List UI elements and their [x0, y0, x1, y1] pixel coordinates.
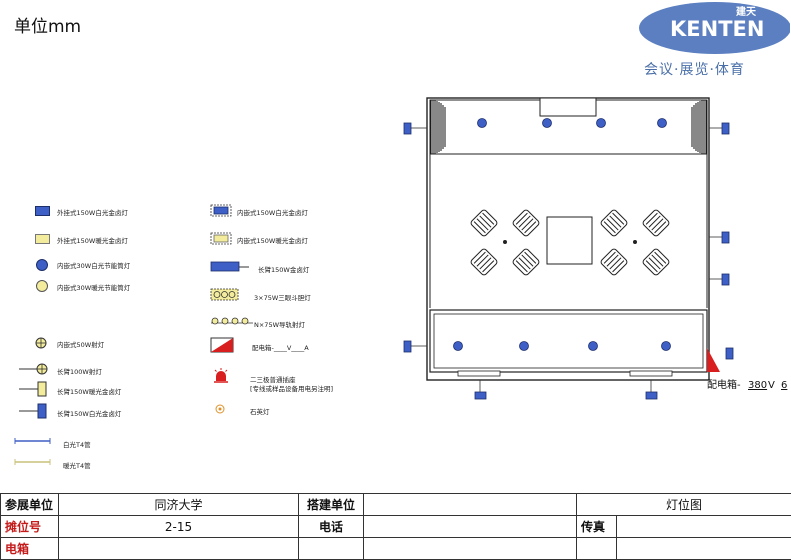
empty-cell: [577, 538, 617, 560]
arm-white-lamp-icon: [646, 392, 657, 399]
arm-lamp-icon: [210, 260, 250, 274]
arm-white-lamp-icon: [722, 123, 729, 134]
arm-white-lamp-icon: [404, 123, 411, 134]
unit-label: 单位mm: [14, 12, 81, 37]
yellow-circle-icon: [36, 280, 48, 292]
blue-circle-icon: [520, 342, 529, 351]
distribution-voltage-unit: V: [768, 380, 775, 391]
blue-square-icon: [35, 206, 50, 216]
booth-value: 2-15: [59, 516, 299, 538]
logo-tagline: 会议·展览·体育: [644, 59, 745, 79]
empty-cell: [364, 538, 577, 560]
empty-cell: [617, 538, 791, 560]
distribution-label: 配电箱-: [707, 378, 741, 391]
warm-tube-icon: [14, 458, 52, 466]
logo-text: KENTEN: [670, 17, 764, 41]
email-value: [59, 538, 299, 560]
email-label: 电箱: [1, 538, 59, 560]
legend-item-label: 石英灯: [250, 406, 270, 416]
fax-value: [617, 516, 791, 538]
legend-item-label: 外挂式150W白光金卤灯: [57, 207, 128, 217]
phone-value: [364, 516, 577, 538]
white-tube-icon: [14, 437, 52, 445]
legend-item-label: 内嵌式150W暖光金卤灯: [237, 235, 308, 245]
recessed-yellow-square-icon: [210, 232, 232, 245]
legend-item-label: N×75W导轨射灯: [254, 319, 305, 329]
legend-item-label: 内嵌式30W暖光节能筒灯: [57, 282, 130, 292]
legend-item-label: 白光T4管: [63, 439, 91, 449]
triple-lamp-icon: [210, 288, 240, 302]
blue-circle-icon: [658, 119, 667, 128]
legend-item-label: 长臂100W射灯: [57, 366, 102, 376]
legend-item-label: 长臂150W暖光金卤灯: [57, 386, 121, 396]
builder-label: 搭建单位: [299, 494, 364, 516]
blue-circle-icon: [478, 119, 487, 128]
legend-item-label: 内嵌式50W射灯: [57, 339, 104, 349]
arm-white-lamp-icon: [475, 392, 486, 399]
blue-circle-icon: [36, 259, 48, 271]
legend-item-label: 3×75W三眼斗胆灯: [254, 292, 311, 302]
socket-icon: [213, 368, 229, 384]
exhibitor-value: 同济大学: [59, 494, 299, 516]
arm-white-lamp-icon: [404, 341, 411, 352]
center-table: [547, 217, 592, 264]
track-light-icon: [210, 316, 254, 326]
legend-item-label: 暖光T4管: [63, 460, 91, 470]
blue-circle-icon: [662, 342, 671, 351]
builder-value: [364, 494, 577, 516]
top-header-panel: [540, 98, 596, 116]
spotlight-icon: [34, 336, 48, 350]
info-table: 参展单位 同济大学 搭建单位 灯位图 摊位号 2-15 电话 传真 电箱: [0, 493, 791, 560]
legend-item-label: 外挂式150W暖光金卤灯: [57, 235, 128, 245]
legend-item-label: 长臂150W金卤灯: [258, 264, 309, 274]
legend-item-label: 长臂150W白光金卤灯: [57, 408, 121, 418]
distribution-amperage: 6: [781, 380, 787, 391]
floor-plan: 配电箱- 380 V 6: [400, 90, 791, 410]
blue-circle-icon: [597, 119, 606, 128]
distribution-box-icon: [210, 337, 234, 353]
blue-circle-icon: [589, 342, 598, 351]
blue-circle-icon: [543, 119, 552, 128]
recessed-blue-square-icon: [210, 204, 232, 217]
yellow-square-icon: [35, 234, 50, 244]
legend-item-label: 内嵌式30W白光节能筒灯: [57, 260, 130, 270]
quartz-lamp-icon: [214, 403, 226, 415]
logo-cn: 建天: [735, 5, 757, 18]
arm-white-lamp-icon: [726, 348, 733, 359]
distribution-voltage: 380: [748, 380, 767, 391]
arm-white-lamp-icon: [722, 274, 729, 285]
arm-white-lamp-icon: [18, 402, 50, 420]
legend-item-note: [专线或样品设备用电另注明]: [250, 383, 333, 393]
arm-white-lamp-icon: [722, 232, 729, 243]
fax-label: 传真: [577, 516, 617, 538]
exhibitor-label: 参展单位: [1, 494, 59, 516]
legend-item-label: 配电箱-____V____A: [252, 342, 309, 352]
legend-item-label: 内嵌式150W白光金卤灯: [237, 207, 308, 217]
arm-warm-lamp-icon: [18, 380, 50, 398]
empty-cell: [299, 538, 364, 560]
arm-spotlight-icon: [18, 362, 50, 376]
bottom-ceiling-box: [430, 310, 707, 372]
phone-label: 电话: [299, 516, 364, 538]
booth-label: 摊位号: [1, 516, 59, 538]
blue-circle-icon: [454, 342, 463, 351]
doc-title: 灯位图: [577, 494, 791, 516]
